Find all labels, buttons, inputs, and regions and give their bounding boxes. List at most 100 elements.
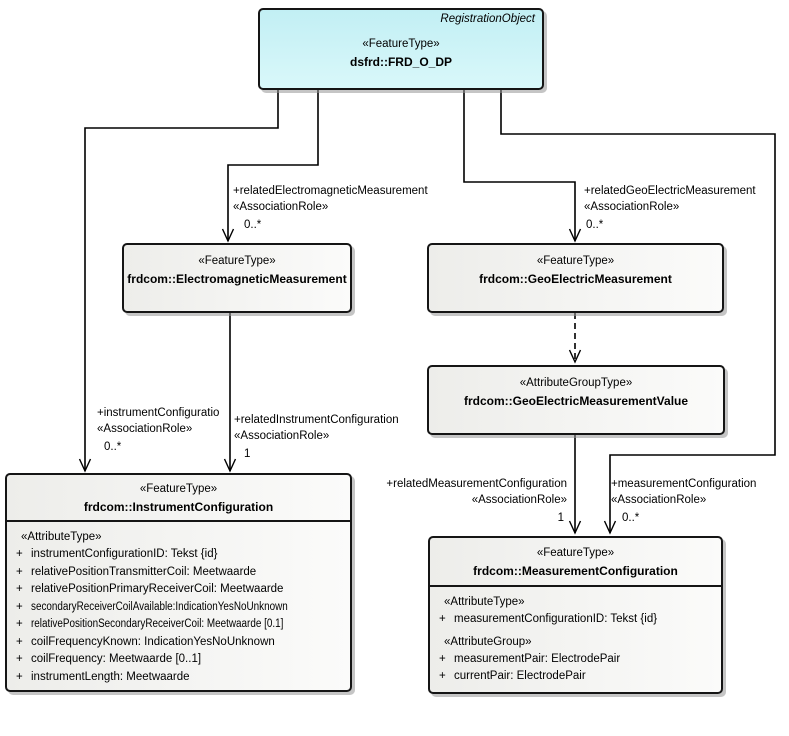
role-name: +instrumentConfiguratio	[97, 407, 220, 419]
open-arrow-icon	[568, 349, 582, 364]
open-arrow-icon	[223, 458, 237, 473]
attribute-row: + instrumentConfigurationID: Tekst {id}	[7, 546, 350, 564]
role-name: +relatedGeoElectricMeasurement	[584, 185, 756, 197]
attribute-row: + coilFrequencyKnown: IndicationYesNoUnk…	[7, 634, 350, 652]
attribute-text: instrumentLength: Meetwaarde	[31, 670, 190, 683]
edge-label-relatedgeoelectricmeasurement[interactable]: +relatedGeoElectricMeasurement «Associat…	[584, 184, 756, 233]
role-name: +relatedInstrumentConfiguration	[234, 414, 399, 426]
node-stereotype: «AttributeGroupType»	[519, 377, 633, 389]
multiplicity: 0..*	[244, 218, 262, 231]
edge-line[interactable]	[84, 89, 279, 471]
multiplicity: 1	[244, 447, 251, 460]
attribute-text: relativePositionPrimaryReceiverCoil: Mee…	[31, 583, 284, 595]
node-stereotype: «FeatureType»	[362, 38, 440, 50]
section-header: «AttributeType»	[444, 596, 525, 608]
visibility: +	[16, 670, 23, 683]
attribute-text: coilFrequency: Meetwaarde [0..1]	[31, 653, 202, 665]
role-name: +relatedElectromagneticMeasurement	[233, 185, 428, 197]
node-instrumentconfiguration[interactable]: «FeatureType» frdcom::InstrumentConfigur…	[5, 473, 352, 692]
edge-label-instrumentconfiguration[interactable]: +instrumentConfiguratio «AssociationRole…	[97, 406, 219, 455]
node-frd-o-dp[interactable]: RegistrationObject «FeatureType» dsfrd::…	[258, 8, 544, 90]
node-stereotype: «FeatureType»	[536, 255, 615, 267]
multiplicity: 1	[557, 511, 564, 524]
attributes-compartment: «AttributeType» + measurementConfigurati…	[430, 585, 721, 685]
attribute-text: relativePositionTransmitterCoil: Meetwaa…	[31, 565, 257, 578]
edge-label-relatedelectromagneticmeasurement[interactable]: +relatedElectromagneticMeasurement «Asso…	[233, 184, 428, 233]
node-name: frdcom::InstrumentConfiguration	[83, 500, 274, 514]
edge-line[interactable]	[227, 89, 319, 241]
edge-frd-to-geoelectricmeasurement[interactable]	[463, 89, 582, 243]
attribute-row: + relativePositionSecondaryReceiverCoil:…	[7, 616, 350, 634]
edge-frd-to-instrumentconfiguration[interactable]	[78, 89, 279, 473]
node-name: dsfrd::FRD_O_DP	[349, 55, 452, 69]
visibility: +	[16, 653, 23, 665]
edge-frd-to-electromagneticmeasurement[interactable]	[221, 89, 319, 243]
node-name: frdcom::MeasurementConfiguration	[473, 564, 678, 578]
node-tag-registrationobject: RegistrationObject	[440, 13, 535, 25]
section-header: «AttributeType»	[21, 531, 102, 543]
attribute-row: + currentPair: ElectrodePair	[430, 668, 721, 685]
edge-line[interactable]	[500, 89, 776, 533]
visibility: +	[16, 548, 23, 560]
visibility: +	[16, 635, 23, 648]
node-geoelectricmeasurement[interactable]: «FeatureType» frdcom::GeoElectricMeasure…	[427, 243, 724, 313]
attribute-row: + relativePositionPrimaryReceiverCoil: M…	[7, 581, 350, 599]
multiplicity: 0..*	[586, 218, 604, 231]
attribute-text: measurementConfigurationID: Tekst {id}	[454, 613, 658, 625]
visibility: +	[16, 618, 23, 630]
role-stereotype: «AssociationRole»	[584, 200, 680, 213]
role-stereotype: «AssociationRole»	[233, 200, 329, 213]
attribute-text: coilFrequencyKnown: IndicationYesNoUnkno…	[31, 635, 275, 648]
attributes-compartment: «AttributeType» + instrumentConfiguratio…	[7, 520, 350, 686]
node-name: frdcom::GeoElectricMeasurement	[479, 272, 672, 286]
visibility: +	[439, 670, 446, 682]
attribute-row: + coilFrequency: Meetwaarde [0..1]	[7, 651, 350, 669]
attribute-text: currentPair: ElectrodePair	[454, 670, 586, 682]
role-stereotype: «AssociationRole»	[471, 493, 567, 506]
open-arrow-icon	[221, 228, 235, 243]
node-measurementconfiguration[interactable]: «FeatureType» frdcom::MeasurementConfigu…	[428, 536, 723, 694]
node-stereotype: «FeatureType»	[198, 255, 276, 267]
attribute-row: + instrumentLength: Meetwaarde	[7, 669, 350, 687]
visibility: +	[16, 583, 23, 595]
edge-label-relatedmeasurementconfiguration[interactable]: +relatedMeasurementConfiguration «Associ…	[370, 477, 567, 526]
node-stereotype: «FeatureType»	[139, 483, 218, 495]
node-electromagneticmeasurement[interactable]: «FeatureType» frdcom::ElectromagneticMea…	[122, 243, 352, 313]
node-name: frdcom::ElectromagneticMeasurement	[127, 272, 347, 286]
role-stereotype: «AssociationRole»	[97, 422, 193, 435]
edge-frd-to-measurementconfiguration[interactable]	[500, 89, 776, 535]
multiplicity: 0..*	[104, 440, 122, 453]
node-name: frdcom::GeoElectricMeasurementValue	[463, 394, 689, 408]
edge-label-relatedinstrumentconfiguration[interactable]: +relatedInstrumentConfiguration «Associa…	[234, 413, 399, 462]
role-stereotype: «AssociationRole»	[234, 429, 330, 442]
attribute-text: measurementPair: ElectrodePair	[454, 653, 621, 665]
edge-label-measurementconfiguration[interactable]: +measurementConfiguration «AssociationRo…	[611, 477, 756, 526]
edge-electromagnetic-to-instrumentconfiguration[interactable]	[223, 313, 237, 473]
role-name: +measurementConfiguration	[611, 478, 757, 490]
attribute-row: + measurementPair: ElectrodePair	[430, 651, 721, 668]
attribute-text: instrumentConfigurationID: Tekst {id}	[31, 548, 218, 560]
role-name: +relatedMeasurementConfiguration	[386, 478, 567, 490]
visibility: +	[16, 600, 23, 613]
section-header: «AttributeGroup»	[444, 636, 532, 648]
attribute-row: + secondaryReceiverCoilAvailable:Indicat…	[7, 599, 350, 617]
attribute-row: + measurementConfigurationID: Tekst {id}	[430, 611, 721, 628]
multiplicity: 0..*	[622, 511, 640, 524]
edge-geoelectricvalue-to-measurementconfiguration[interactable]	[568, 435, 582, 535]
node-stereotype: «FeatureType»	[536, 547, 615, 559]
visibility: +	[16, 565, 23, 578]
open-arrow-icon	[78, 458, 92, 473]
visibility: +	[439, 653, 446, 665]
open-arrow-icon	[603, 520, 617, 535]
attribute-text: secondaryReceiverCoilAvailable:Indicatio…	[31, 600, 288, 613]
open-arrow-icon	[568, 520, 582, 535]
edge-line[interactable]	[463, 89, 576, 241]
attribute-row: + relativePositionTransmitterCoil: Meetw…	[7, 564, 350, 582]
open-arrow-icon	[568, 228, 582, 243]
edge-geoelectric-to-geoelectricvalue-dependency[interactable]	[568, 313, 582, 364]
node-geoelectricmeasurementvalue[interactable]: «AttributeGroupType» frdcom::GeoElectric…	[427, 365, 725, 435]
attribute-text: relativePositionSecondaryReceiverCoil: M…	[31, 618, 284, 630]
visibility: +	[439, 613, 446, 625]
